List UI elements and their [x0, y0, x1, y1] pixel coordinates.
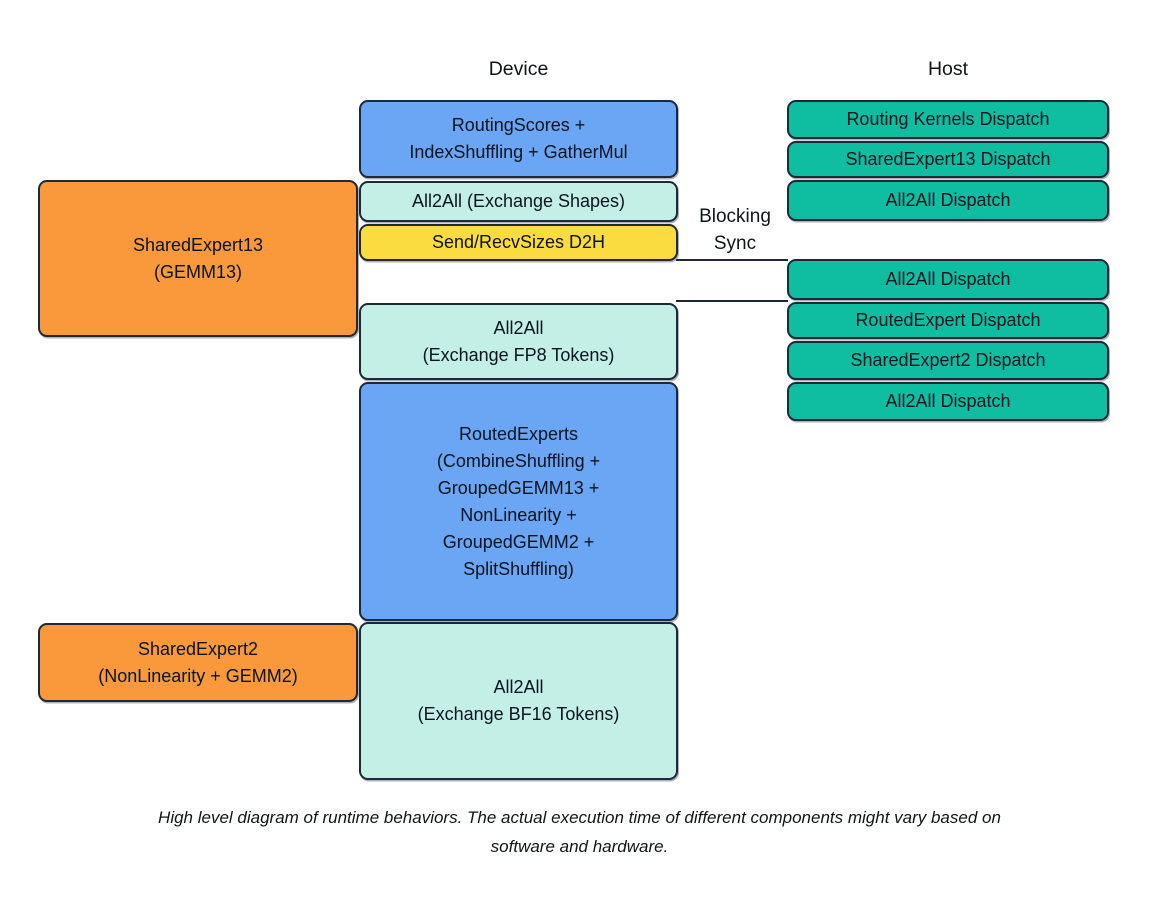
box-send-recvsizes-d2h: Send/RecvSizes D2H [359, 224, 678, 261]
host-column-header: Host [927, 58, 969, 80]
box-all2all-exchange-bf16-tokens: All2All (Exchange BF16 Tokens) [359, 622, 678, 780]
box-all2all-dispatch-2: All2All Dispatch [787, 259, 1109, 300]
box-all2all-exchange-fp8-tokens: All2All (Exchange FP8 Tokens) [359, 303, 678, 380]
box-routing-kernels-dispatch: Routing Kernels Dispatch [787, 100, 1109, 139]
blocking-sync-label: Blocking Sync [699, 206, 771, 254]
box-routedexpert-dispatch: RoutedExpert Dispatch [787, 302, 1109, 339]
box-all2all-exchange-shapes: All2All (Exchange Shapes) [359, 181, 678, 222]
box-sharedexpert2-dispatch: SharedExpert2 Dispatch [787, 341, 1109, 380]
connector-line-d2h-to-all2all-dispatch [676, 259, 788, 261]
device-column-header: Device [488, 58, 549, 80]
connector-line-all2all-dispatch-to-fp8 [676, 300, 788, 302]
box-routingscores-indexshuffling-gathermul: RoutingScores + IndexShuffling + GatherM… [359, 100, 678, 178]
box-sharedexpert2-nonlinearity-gemm2: SharedExpert2 (NonLinearity + GEMM2) [38, 623, 358, 702]
box-all2all-dispatch-1: All2All Dispatch [787, 180, 1109, 221]
diagram-caption: High level diagram of runtime behaviors.… [158, 808, 1001, 856]
box-sharedexpert13-gemm13: SharedExpert13 (GEMM13) [38, 180, 358, 337]
box-all2all-dispatch-3: All2All Dispatch [787, 382, 1109, 421]
box-routedexperts-kernels: RoutedExperts (CombineShuffling + Groupe… [359, 382, 678, 621]
box-sharedexpert13-dispatch: SharedExpert13 Dispatch [787, 141, 1109, 178]
